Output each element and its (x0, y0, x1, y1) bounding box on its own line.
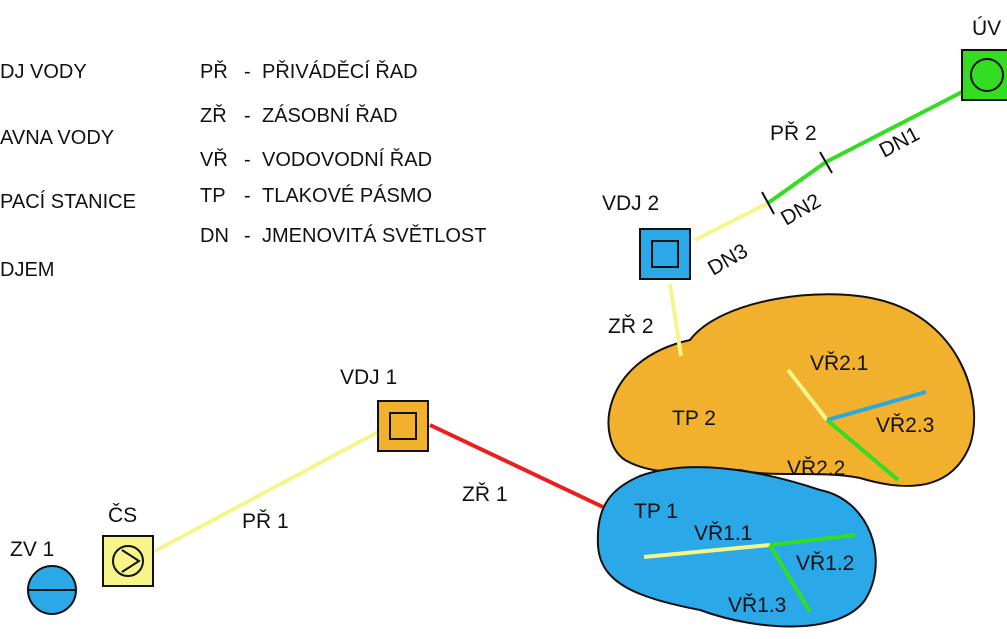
abbr-text-2: ZÁSOBNÍ ŘAD (262, 104, 398, 127)
uv-node (961, 49, 1007, 101)
abbr-sep-5: - (244, 225, 251, 247)
cs-node (102, 535, 154, 587)
abbr-code-3: VŘ (200, 148, 228, 171)
vr11-branch (643, 543, 771, 559)
tp2-label: TP 2 (672, 407, 716, 430)
dn1-label: DN1 (876, 122, 924, 162)
vdj2-label: VDJ 2 (602, 192, 659, 215)
dn3-pipe (694, 201, 769, 242)
uv-label: ÚV (972, 17, 1001, 40)
pipe-divider-2 (819, 151, 833, 174)
legend-left-1: DJ VODY (0, 61, 87, 83)
abbr-text-1: PŘIVÁDĚCÍ ŘAD (262, 60, 418, 83)
abbr-code-5: DN (200, 225, 229, 247)
pr1-label: PŘ 1 (242, 510, 289, 533)
abbr-code-1: PŘ (200, 60, 228, 83)
vr13-branch (768, 543, 812, 614)
zr2-pipe (668, 283, 683, 357)
vr22-label: VŘ2.2 (787, 457, 845, 480)
cs-label: ČS (108, 504, 137, 527)
abbr-code-2: ZŘ (200, 104, 227, 127)
dn1-pipe (825, 90, 963, 164)
dn2-pipe (766, 160, 828, 205)
abbr-sep-2: - (244, 105, 251, 127)
abbr-text-3: VODOVODNÍ ŘAD (262, 148, 432, 171)
abbr-sep-3: - (244, 149, 251, 171)
zr1-label: ZŘ 1 (462, 483, 508, 506)
vr21-label: VŘ2.1 (810, 352, 868, 375)
abbr-code-4: TP (200, 185, 226, 207)
dn2-label: DN2 (777, 189, 825, 230)
zv1-node (27, 565, 77, 615)
zr2-label: ZŘ 2 (608, 315, 654, 338)
tp2-zone (607, 293, 976, 488)
vdj1-label: VDJ 1 (340, 366, 397, 389)
pr2-label: PŘ 2 (770, 122, 817, 145)
abbr-sep-4: - (244, 185, 251, 207)
legend-left-4: DJEM (0, 259, 54, 281)
vr23-label: VŘ2.3 (876, 414, 934, 437)
vr12-branch (769, 533, 856, 547)
abbr-sep-1: - (244, 61, 251, 83)
zr1-pipe (429, 423, 604, 509)
tp1-label: TP 1 (634, 500, 678, 523)
vr23-branch (826, 390, 927, 422)
legend-left-2: AVNA VODY (0, 127, 114, 149)
vr13-label: VŘ1.3 (728, 594, 786, 617)
vr12-label: VŘ1.2 (796, 552, 854, 575)
pipe-divider-1 (761, 191, 775, 215)
dn3-label: DN3 (704, 239, 752, 280)
zv1-label: ZV 1 (10, 538, 54, 561)
vdj2-node (639, 228, 691, 280)
vdj1-node (377, 400, 429, 452)
vr22-branch (825, 418, 900, 482)
abbr-text-5: JMENOVITÁ SVĚTLOST (262, 224, 486, 247)
abbr-text-4: TLAKOVÉ PÁSMO (262, 184, 432, 207)
vr11-label: VŘ1.1 (694, 522, 752, 545)
pr1-pipe (154, 430, 379, 553)
abbr-legend: PŘ - PŘIVÁDĚCÍ ŘAD ZŘ - ZÁSOBNÍ ŘAD VŘ -… (200, 60, 486, 247)
legend-left-3: PACÍ STANICE (0, 190, 136, 213)
vr21-branch (786, 368, 829, 422)
